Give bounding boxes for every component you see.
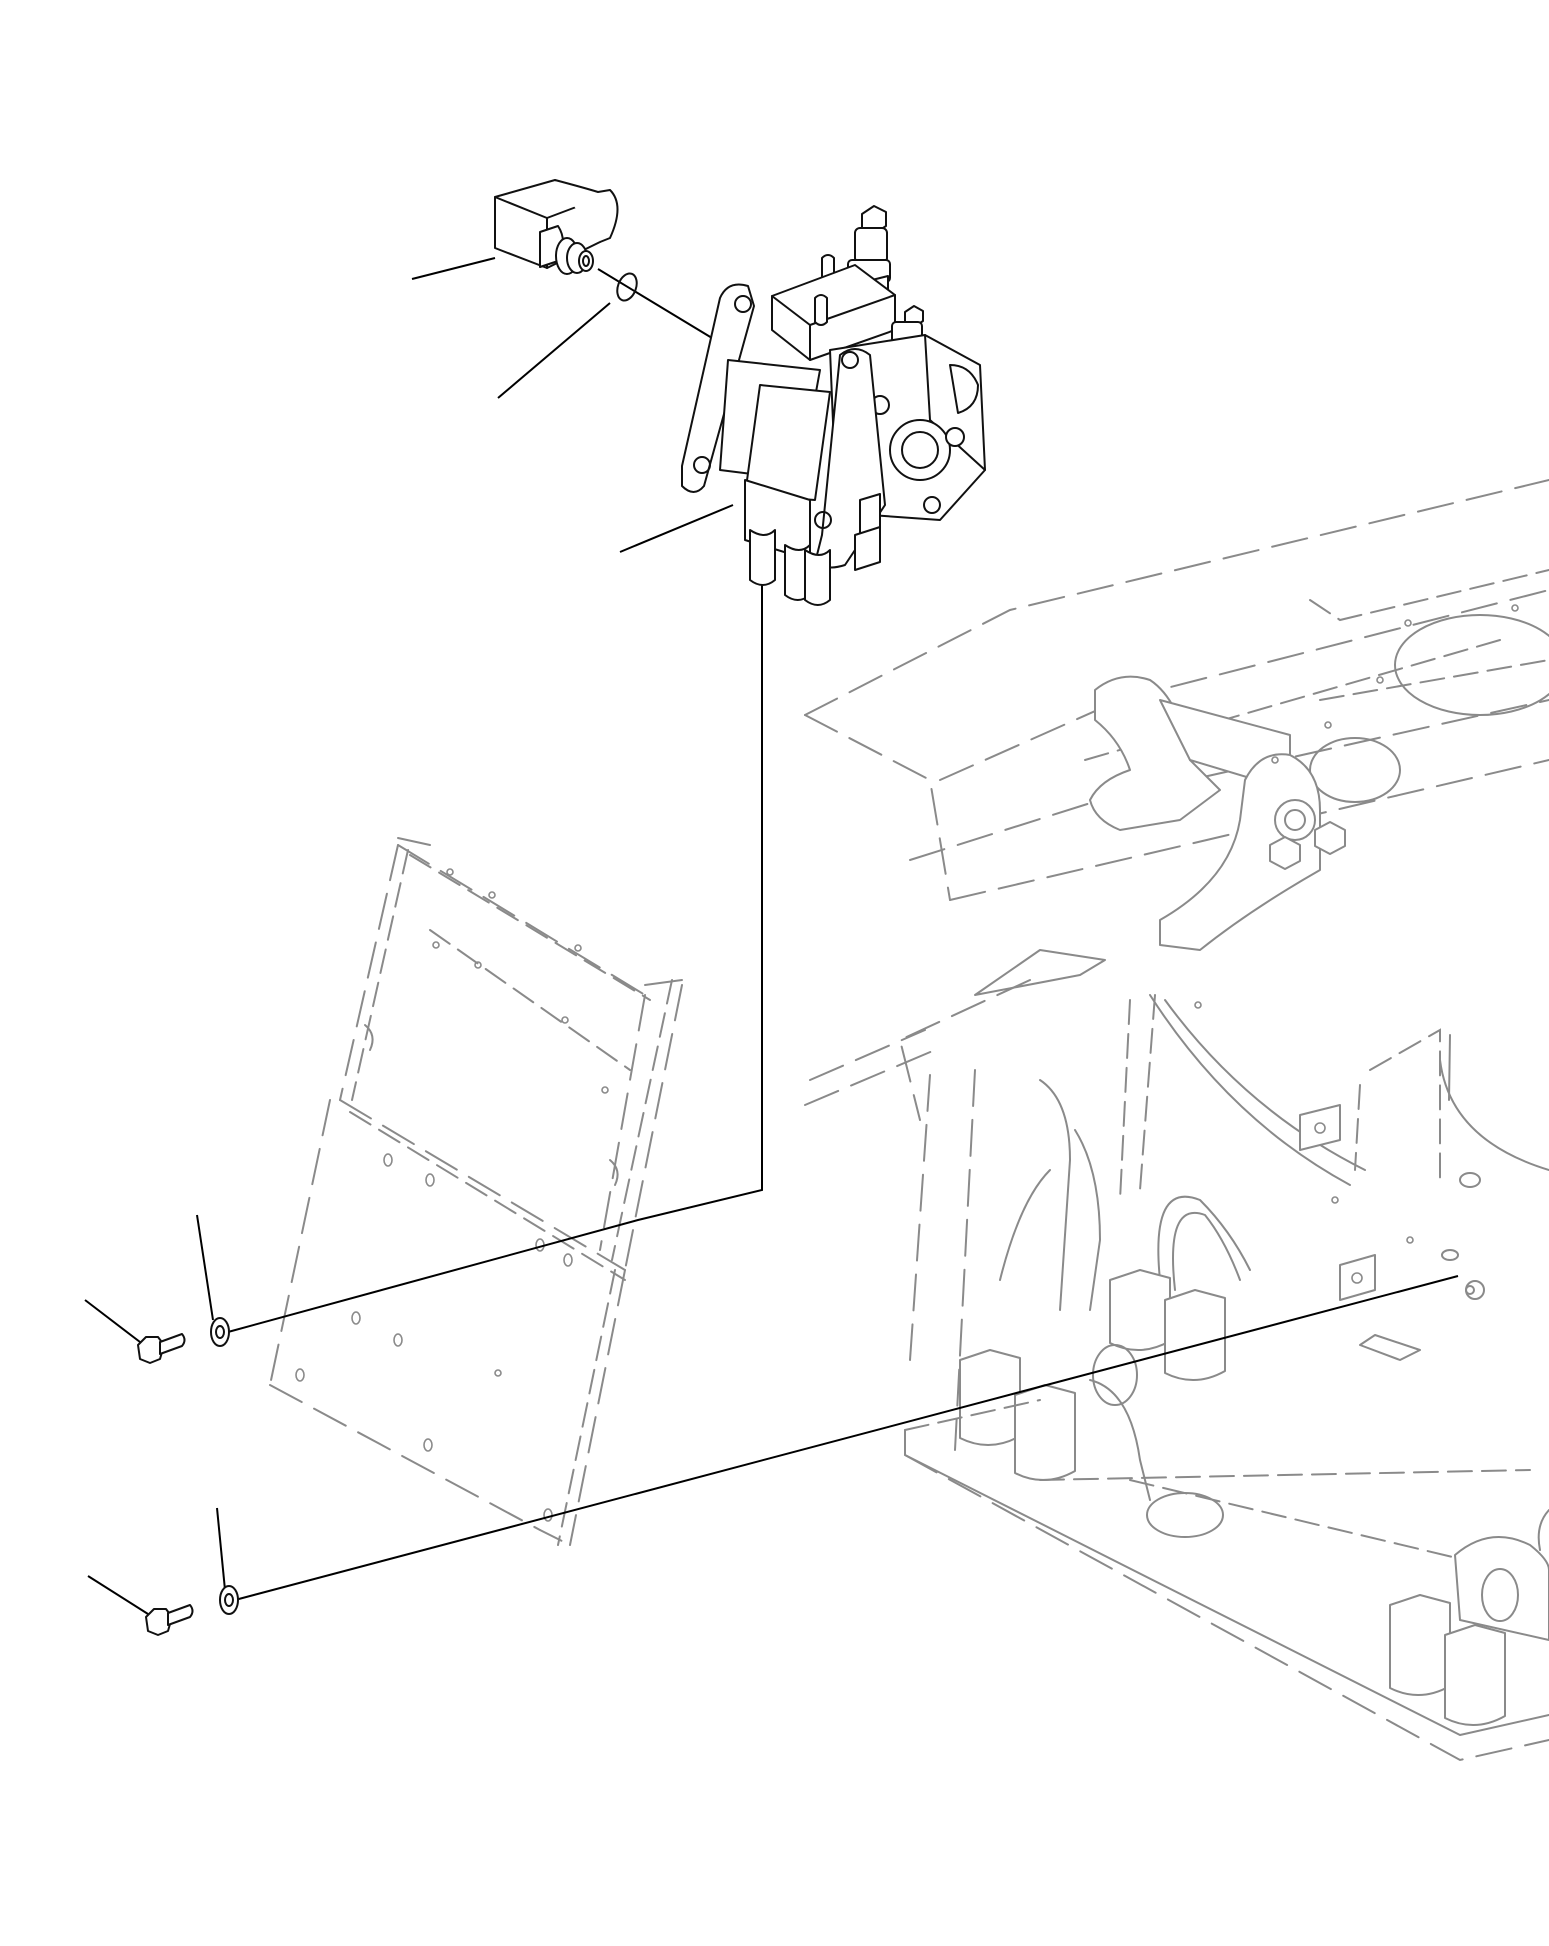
solenoid-connector — [494, 179, 619, 275]
control-valve-assembly — [681, 205, 986, 606]
leader-lines — [84, 257, 1459, 1615]
bolt-lower — [145, 1604, 194, 1636]
o-ring — [616, 272, 638, 302]
cap-bolt-ghost — [959, 1269, 1506, 1727]
washer-lower — [219, 1585, 239, 1615]
bolt-upper — [137, 1333, 186, 1364]
machine-frame-ghost — [804, 479, 1549, 1762]
mounting-plate-ghost — [269, 837, 683, 1546]
washer-upper — [210, 1317, 230, 1347]
